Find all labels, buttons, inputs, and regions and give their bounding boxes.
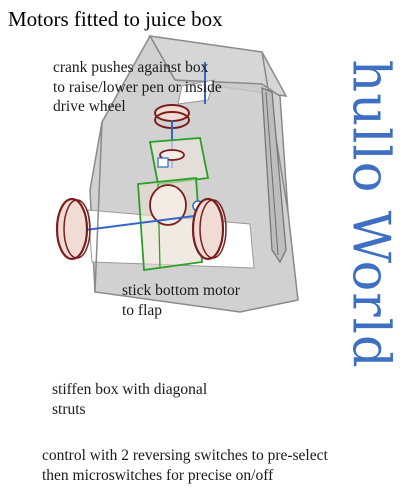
top-motor-edge [149, 141, 159, 185]
pen-strut [261, 87, 287, 264]
left-wheel-rim [63, 199, 91, 259]
pen-strut-line [265, 91, 279, 256]
note-crank: crank pushes against box to raise/lower … [53, 59, 222, 115]
top-motor-gear [157, 157, 169, 168]
box-edge [94, 121, 103, 293]
note-control: control with 2 reversing switches to pre… [42, 446, 402, 485]
page-title: Motors fitted to juice box [8, 7, 223, 31]
right-wheel-rim [199, 199, 227, 259]
note-control-line-2: then microswitches for precise on/off [42, 466, 274, 484]
note-stick-motor: stick bottom motor to flap [122, 282, 240, 319]
vertical-greeting: hullo World [340, 4, 400, 424]
bottom-motor-drum [149, 184, 187, 226]
left-wheel-icon [55, 197, 89, 261]
vertical-greeting-text: hullo World [340, 59, 400, 369]
note-stiffen: stiffen box with diagonal struts [52, 381, 208, 418]
note-control-line-1: control with 2 reversing switches to pre… [42, 447, 328, 464]
drive-axle [69, 213, 211, 233]
right-wheel-icon [191, 197, 225, 261]
